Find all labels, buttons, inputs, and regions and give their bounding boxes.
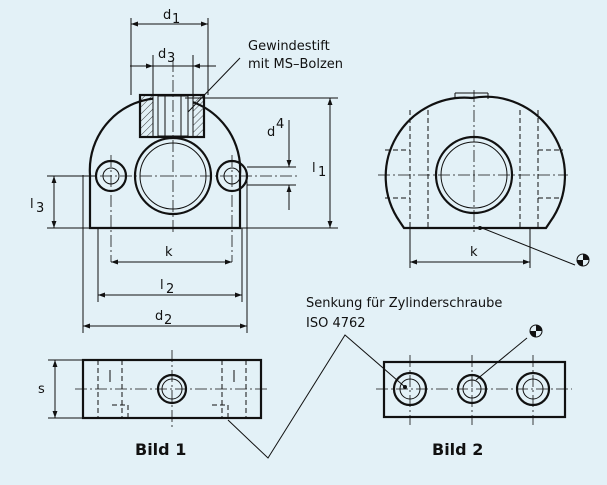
countersink-label-line1: Senkung für Zylinderschraube [306,296,502,311]
l3-subscript: 3 [36,201,44,216]
d4-subscript: 4 [276,117,284,132]
l1-label: l [312,161,316,176]
bild1-caption: Bild 1 [135,440,186,459]
cross-circle-icon [529,324,543,338]
bild1-front-view [80,60,300,262]
d1-subscript: 1 [172,12,180,27]
bild1-top-view: s Bild 1 [38,350,270,459]
d4-label: d [267,125,275,140]
d3-label: d [158,47,166,62]
s-label: s [38,382,45,397]
l2-subscript: 2 [166,282,174,297]
k-fig1-label: k [165,245,173,260]
bild2-caption: Bild 2 [432,440,483,459]
d2-subscript: 2 [164,313,172,328]
countersink-annotation: Senkung für Zylinderschraube ISO 4762 [227,296,502,459]
set-screw-label-line1: Gewindestift [248,39,330,54]
bild1-dimensions: d 1 d 3 Gewindestift mit MS–Bolzen l 1 d… [30,8,343,333]
bild2-top-view: Bild 2 [376,324,572,459]
l2-label: l [160,278,164,293]
k-fig2-label: k [470,245,478,260]
set-screw-label-line2: mit MS–Bolzen [248,57,343,72]
d1-label: d [163,8,171,23]
bild2-front-view: k [378,90,590,268]
cross-circle-icon [576,253,590,267]
l1-subscript: 1 [318,165,326,180]
countersink-label-line2: ISO 4762 [306,316,366,331]
d3-subscript: 3 [167,51,175,66]
l3-label: l [30,197,34,212]
d2-label: d [155,309,163,324]
